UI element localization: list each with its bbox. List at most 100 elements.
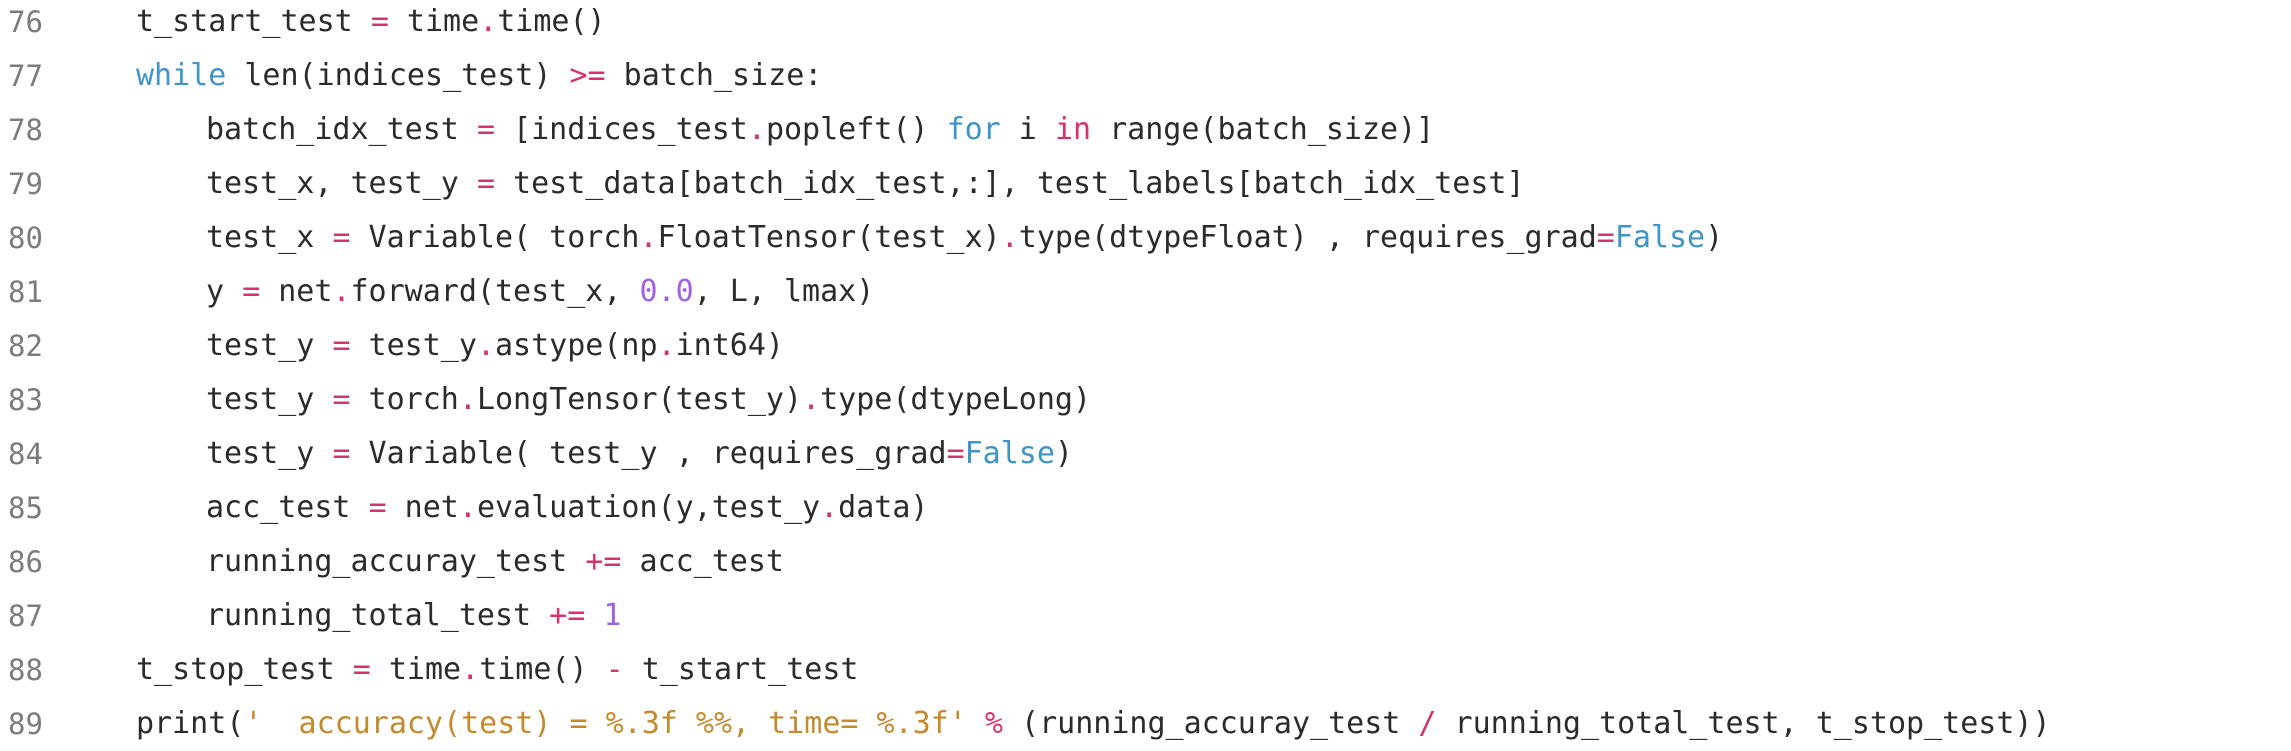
code-token: = (242, 274, 261, 309)
code-token: time (370, 652, 462, 687)
code-token: . (458, 382, 477, 417)
code-token: = (370, 4, 389, 39)
code-token: . (479, 4, 498, 39)
code-token: % (984, 706, 1003, 741)
code-token: False (964, 436, 1055, 471)
line-number: 88 (8, 653, 43, 687)
line-number: 84 (8, 437, 43, 471)
code-token: t_stop_test (136, 652, 353, 687)
code-token: . (1000, 220, 1019, 255)
code-text: t_stop_test = time.time() - t_start_test (136, 643, 859, 697)
line-number: 85 (8, 491, 43, 525)
code-token: = (332, 220, 351, 255)
code-token: = (368, 490, 387, 525)
code-text: batch_idx_test = [indices_test.popleft()… (206, 103, 1434, 157)
code-token: running_total_test, t_stop_test)) (1436, 706, 2051, 741)
code-token: type(dtypeLong) (820, 382, 1092, 417)
code-token: = (946, 436, 965, 471)
code-line: 88 t_stop_test = time.time() - t_start_te… (0, 643, 2291, 697)
code-token: += (549, 598, 586, 633)
code-token: . (332, 274, 351, 309)
code-token: running_total_test (206, 598, 550, 633)
code-token (967, 706, 985, 741)
code-line: 78 batch_idx_test = [indices_test.popleft… (0, 103, 2291, 157)
code-token: Variable( torch (350, 220, 640, 255)
code-token (585, 598, 603, 633)
code-text: while len(indices_test) >= batch_size: (136, 49, 822, 103)
code-token: for (946, 112, 1001, 147)
line-number: 79 (8, 167, 43, 201)
code-token: = (332, 382, 351, 417)
code-token: [indices_test (495, 112, 748, 147)
code-line: 81 y = net.forward(test_x, 0.0, L, lmax) (0, 265, 2291, 319)
code-token: . (657, 328, 676, 363)
code-text: test_y = torch.LongTensor(test_y).type(d… (206, 373, 1091, 427)
code-token: >= (569, 58, 606, 93)
code-token: . (458, 490, 477, 525)
line-number: 82 (8, 329, 43, 363)
code-token: ) (1054, 436, 1073, 471)
code-token: evaluation(y,test_y (476, 490, 821, 525)
code-token: popleft() (765, 112, 947, 147)
code-token: . (820, 490, 839, 525)
code-token: = (476, 166, 495, 201)
code-token: t_start_test (623, 652, 859, 687)
code-line: 77 while len(indices_test) >= batch_size: (0, 49, 2291, 103)
code-token: len(indices_test) (226, 58, 570, 93)
code-token: (running_accuray_test (1002, 706, 1419, 741)
code-token: . (747, 112, 766, 147)
code-token: net (260, 274, 333, 309)
code-token: . (476, 328, 495, 363)
code-text: acc_test = net.evaluation(y,test_y.data) (206, 481, 928, 535)
code-token: time() (497, 4, 606, 39)
code-token: test_y (206, 382, 333, 417)
code-token: += (585, 544, 622, 579)
line-number: 76 (8, 5, 43, 39)
code-token: test_data[batch_idx_test,:], test_labels… (495, 166, 1525, 201)
line-number: 89 (8, 707, 43, 741)
code-token: / (1418, 706, 1437, 741)
code-token: time() (479, 652, 606, 687)
code-token: test_y (206, 436, 333, 471)
code-text: y = net.forward(test_x, 0.0, L, lmax) (206, 265, 874, 319)
code-token: y (206, 274, 243, 309)
code-text: test_y = Variable( test_y , requires_gra… (206, 427, 1073, 481)
code-token: test_x (206, 220, 333, 255)
line-number: 80 (8, 221, 43, 255)
code-token: forward(test_x, (350, 274, 640, 309)
code-token: acc_test (206, 490, 369, 525)
code-token: 0.0 (639, 274, 694, 309)
line-number: 78 (8, 113, 43, 147)
code-token: batch_idx_test (206, 112, 477, 147)
line-number: 81 (8, 275, 43, 309)
code-token: = (332, 328, 351, 363)
line-number: 87 (8, 599, 43, 633)
code-token: = (352, 652, 371, 687)
code-token: = (476, 112, 495, 147)
code-text: t_start_test = time.time() (136, 0, 606, 49)
code-token: data) (838, 490, 929, 525)
code-token: False (1614, 220, 1706, 255)
code-token: running_accuray_test (206, 544, 586, 579)
code-token: time (388, 4, 480, 39)
code-line: 84 test_y = Variable( test_y , requires_g… (0, 427, 2291, 481)
line-number: 77 (8, 59, 43, 93)
code-token: . (639, 220, 658, 255)
code-token: net (386, 490, 459, 525)
code-token: test_y (350, 328, 477, 363)
code-line: 76 t_start_test = time.time() (0, 0, 2291, 49)
code-token: int64) (675, 328, 784, 363)
code-token: range(batch_size)] (1091, 112, 1435, 147)
code-token: test_y (206, 328, 333, 363)
code-token: = (1596, 220, 1615, 255)
code-token: , L, lmax) (693, 274, 875, 309)
code-token: in (1054, 112, 1092, 147)
